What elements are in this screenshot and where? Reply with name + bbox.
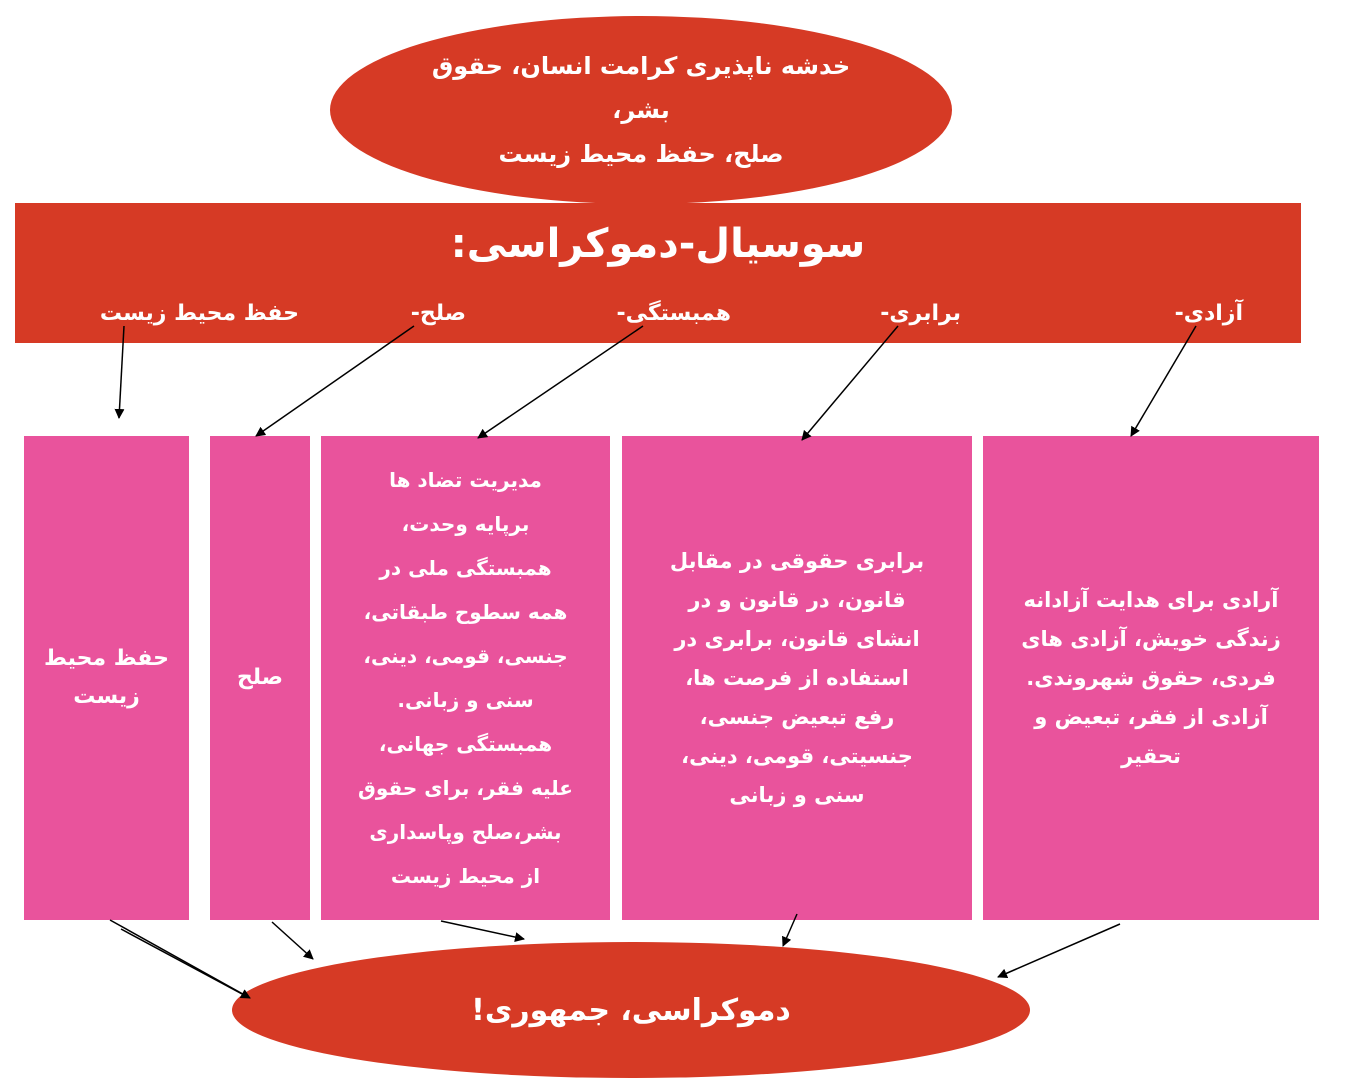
arrow-environment-box-to-bottom-b: [120, 928, 243, 995]
top-ellipse-text: خدشه ناپذیری کرامت انسان، حقوق بشر، صلح،…: [431, 52, 851, 168]
box-equality-text: برابری حقوقی در مقابل قانون، در قانون و …: [669, 548, 925, 807]
bottom-ellipse: دموکراسی، جمهوری!: [232, 942, 1030, 1078]
arrow-equality-to-box: [801, 325, 899, 441]
arrow-solidarity-box-to-bottom: [440, 920, 525, 942]
arrow-freedom-box-to-bottom: [997, 923, 1121, 978]
box-freedom-text: آرادی برای هدایت آزادانه زندگی خویش، آزا…: [1021, 587, 1281, 768]
principle-equality: برابری-: [880, 301, 961, 326]
social-democracy-banner: سوسیال-دموکراسی: آزادی- برابری- همبستگی-…: [15, 203, 1301, 343]
box-environment-text: حفظ محیط زیست: [44, 646, 169, 709]
principle-freedom: آزادی-: [1174, 301, 1243, 326]
principle-environment: حفظ محیط زیست: [99, 301, 299, 326]
box-freedom: آرادی برای هدایت آزادانه زندگی خویش، آزا…: [983, 436, 1319, 920]
principle-solidarity: همبستگی-: [616, 301, 731, 326]
box-peace-text: صلح: [236, 665, 284, 690]
arrow-environment-box-to-bottom-a: [109, 919, 251, 999]
arrow-peace-box-to-bottom: [271, 921, 314, 960]
banner-title: سوسیال-دموکراسی:: [450, 221, 866, 267]
principle-peace: صلح-: [410, 301, 466, 326]
bottom-ellipse-text: دموکراسی، جمهوری!: [471, 992, 791, 1028]
box-equality: برابری حقوقی در مقابل قانون، در قانون و …: [622, 436, 972, 920]
box-solidarity-text: مدیریت تضاد ها برپایه وحدت، همبستگی ملی …: [358, 468, 573, 888]
box-solidarity: مدیریت تضاد ها برپایه وحدت، همبستگی ملی …: [321, 436, 610, 920]
box-environment: حفظ محیط زیست: [24, 436, 189, 920]
box-peace: صلح: [210, 436, 310, 920]
top-ellipse: خدشه ناپذیری کرامت انسان، حقوق بشر، صلح،…: [330, 16, 952, 204]
